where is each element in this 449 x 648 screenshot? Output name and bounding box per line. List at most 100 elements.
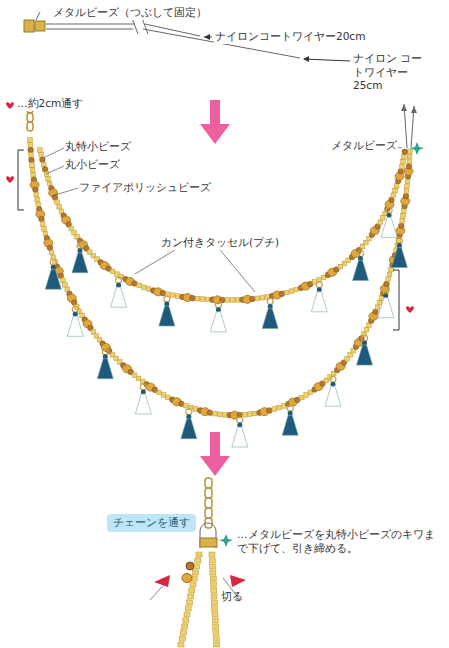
- bead-shape: [179, 636, 185, 641]
- bead-shape: [137, 283, 142, 288]
- bead-shape: [142, 285, 147, 290]
- bead-shape: [67, 316, 83, 336]
- bead-shape: [267, 298, 273, 304]
- bead-shape: [255, 296, 260, 301]
- bead-shape: [30, 140, 410, 415]
- bead-shape: [182, 624, 188, 629]
- bead-shape: [215, 302, 221, 308]
- bead-shape: [116, 277, 122, 283]
- bead-shape: [115, 272, 120, 277]
- bead-shape: [33, 187, 39, 193]
- bead-shape: [61, 278, 66, 283]
- bead-shape: [209, 552, 215, 557]
- bead-shape: [28, 138, 33, 143]
- box-text: チェーンを通す: [113, 516, 190, 530]
- bead-shape: [247, 412, 252, 417]
- bead-shape: [179, 401, 185, 407]
- bead-shape: [42, 167, 48, 173]
- bead-shape: [401, 159, 406, 164]
- bead-shape: [39, 216, 45, 222]
- part-label: …約2cm通す: [16, 97, 84, 111]
- bead-shape: [353, 261, 369, 281]
- bead-shape: [287, 405, 293, 411]
- bead-shape: [211, 582, 217, 587]
- bead-shape: [213, 624, 219, 629]
- bead-shape: [111, 287, 127, 307]
- bead-shape: [408, 149, 413, 154]
- bead-shape: [384, 281, 390, 287]
- bead-shape: [378, 220, 383, 225]
- bead-shape: [358, 251, 364, 257]
- bead-shape: [402, 149, 408, 155]
- bead-shape: [325, 386, 341, 406]
- bead-shape: [41, 162, 46, 167]
- bead-shape: [186, 409, 192, 415]
- bead-shape: [405, 184, 410, 189]
- bead-shape: [196, 552, 202, 557]
- bead-shape: [304, 393, 309, 398]
- bead-shape: [164, 296, 170, 302]
- bead-shape: [211, 600, 217, 605]
- bead-shape: [377, 300, 382, 305]
- bead-shape: [407, 159, 412, 164]
- bead-shape: [182, 574, 192, 583]
- bead-shape: [189, 588, 195, 593]
- bead-shape: [157, 390, 162, 395]
- bead-shape: [262, 308, 278, 328]
- bead-shape: [210, 312, 226, 332]
- bead-shape: [186, 600, 192, 605]
- bead-shape: [58, 273, 64, 279]
- bead-shape: [213, 411, 218, 416]
- bead-shape: [205, 297, 210, 302]
- bead-shape: [401, 214, 406, 219]
- bead-shape: [161, 393, 166, 398]
- bead-shape: [400, 164, 405, 169]
- bead-shape: [212, 606, 218, 611]
- bead-shape: [181, 419, 197, 439]
- bead-shape: [407, 154, 412, 159]
- bead-shape: [357, 345, 373, 365]
- bead-shape: [40, 222, 45, 227]
- bead-shape: [49, 250, 54, 255]
- bead-shape: [250, 296, 256, 302]
- bead-shape: [186, 562, 194, 570]
- bead-shape: [160, 290, 166, 296]
- bead-shape: [184, 612, 190, 617]
- bead-shape: [260, 295, 265, 300]
- bead-shape: [183, 618, 189, 623]
- bead-shape: [396, 238, 402, 244]
- bead-shape: [30, 168, 35, 173]
- bead-shape: [375, 305, 380, 310]
- bead-shape: [190, 582, 196, 587]
- bead-shape: [193, 407, 198, 412]
- bead-shape: [289, 289, 294, 294]
- part-label: …メタルビーズを丸特小ビーズのキワまで下げて、引き締める。: [236, 528, 438, 555]
- bead-shape: [272, 407, 277, 412]
- bead-shape: [188, 594, 194, 599]
- bead-shape: [185, 606, 191, 611]
- bead-shape: [391, 193, 396, 198]
- bead-shape: [230, 298, 235, 303]
- part-label: 切る: [220, 590, 244, 604]
- bead-shape: [28, 143, 33, 148]
- bead-shape: [38, 148, 43, 153]
- bead-shape: [192, 570, 198, 575]
- bead-shape: [405, 179, 410, 184]
- bead-shape: [383, 288, 389, 294]
- bead-shape: [389, 267, 394, 272]
- bead-shape: [210, 564, 216, 569]
- bead-shape: [210, 570, 216, 575]
- bead-shape: [380, 216, 385, 221]
- bead-shape: [279, 291, 285, 297]
- bead-shape: [180, 630, 186, 635]
- bead-shape: [97, 359, 113, 379]
- bead-shape: [30, 163, 35, 168]
- bead-shape: [393, 188, 398, 193]
- bead-shape: [242, 412, 247, 417]
- bead-shape: [213, 630, 219, 635]
- bead-shape: [57, 204, 62, 209]
- bead-shape: [399, 223, 405, 229]
- bead-shape: [47, 181, 52, 186]
- bead-shape: [63, 283, 68, 288]
